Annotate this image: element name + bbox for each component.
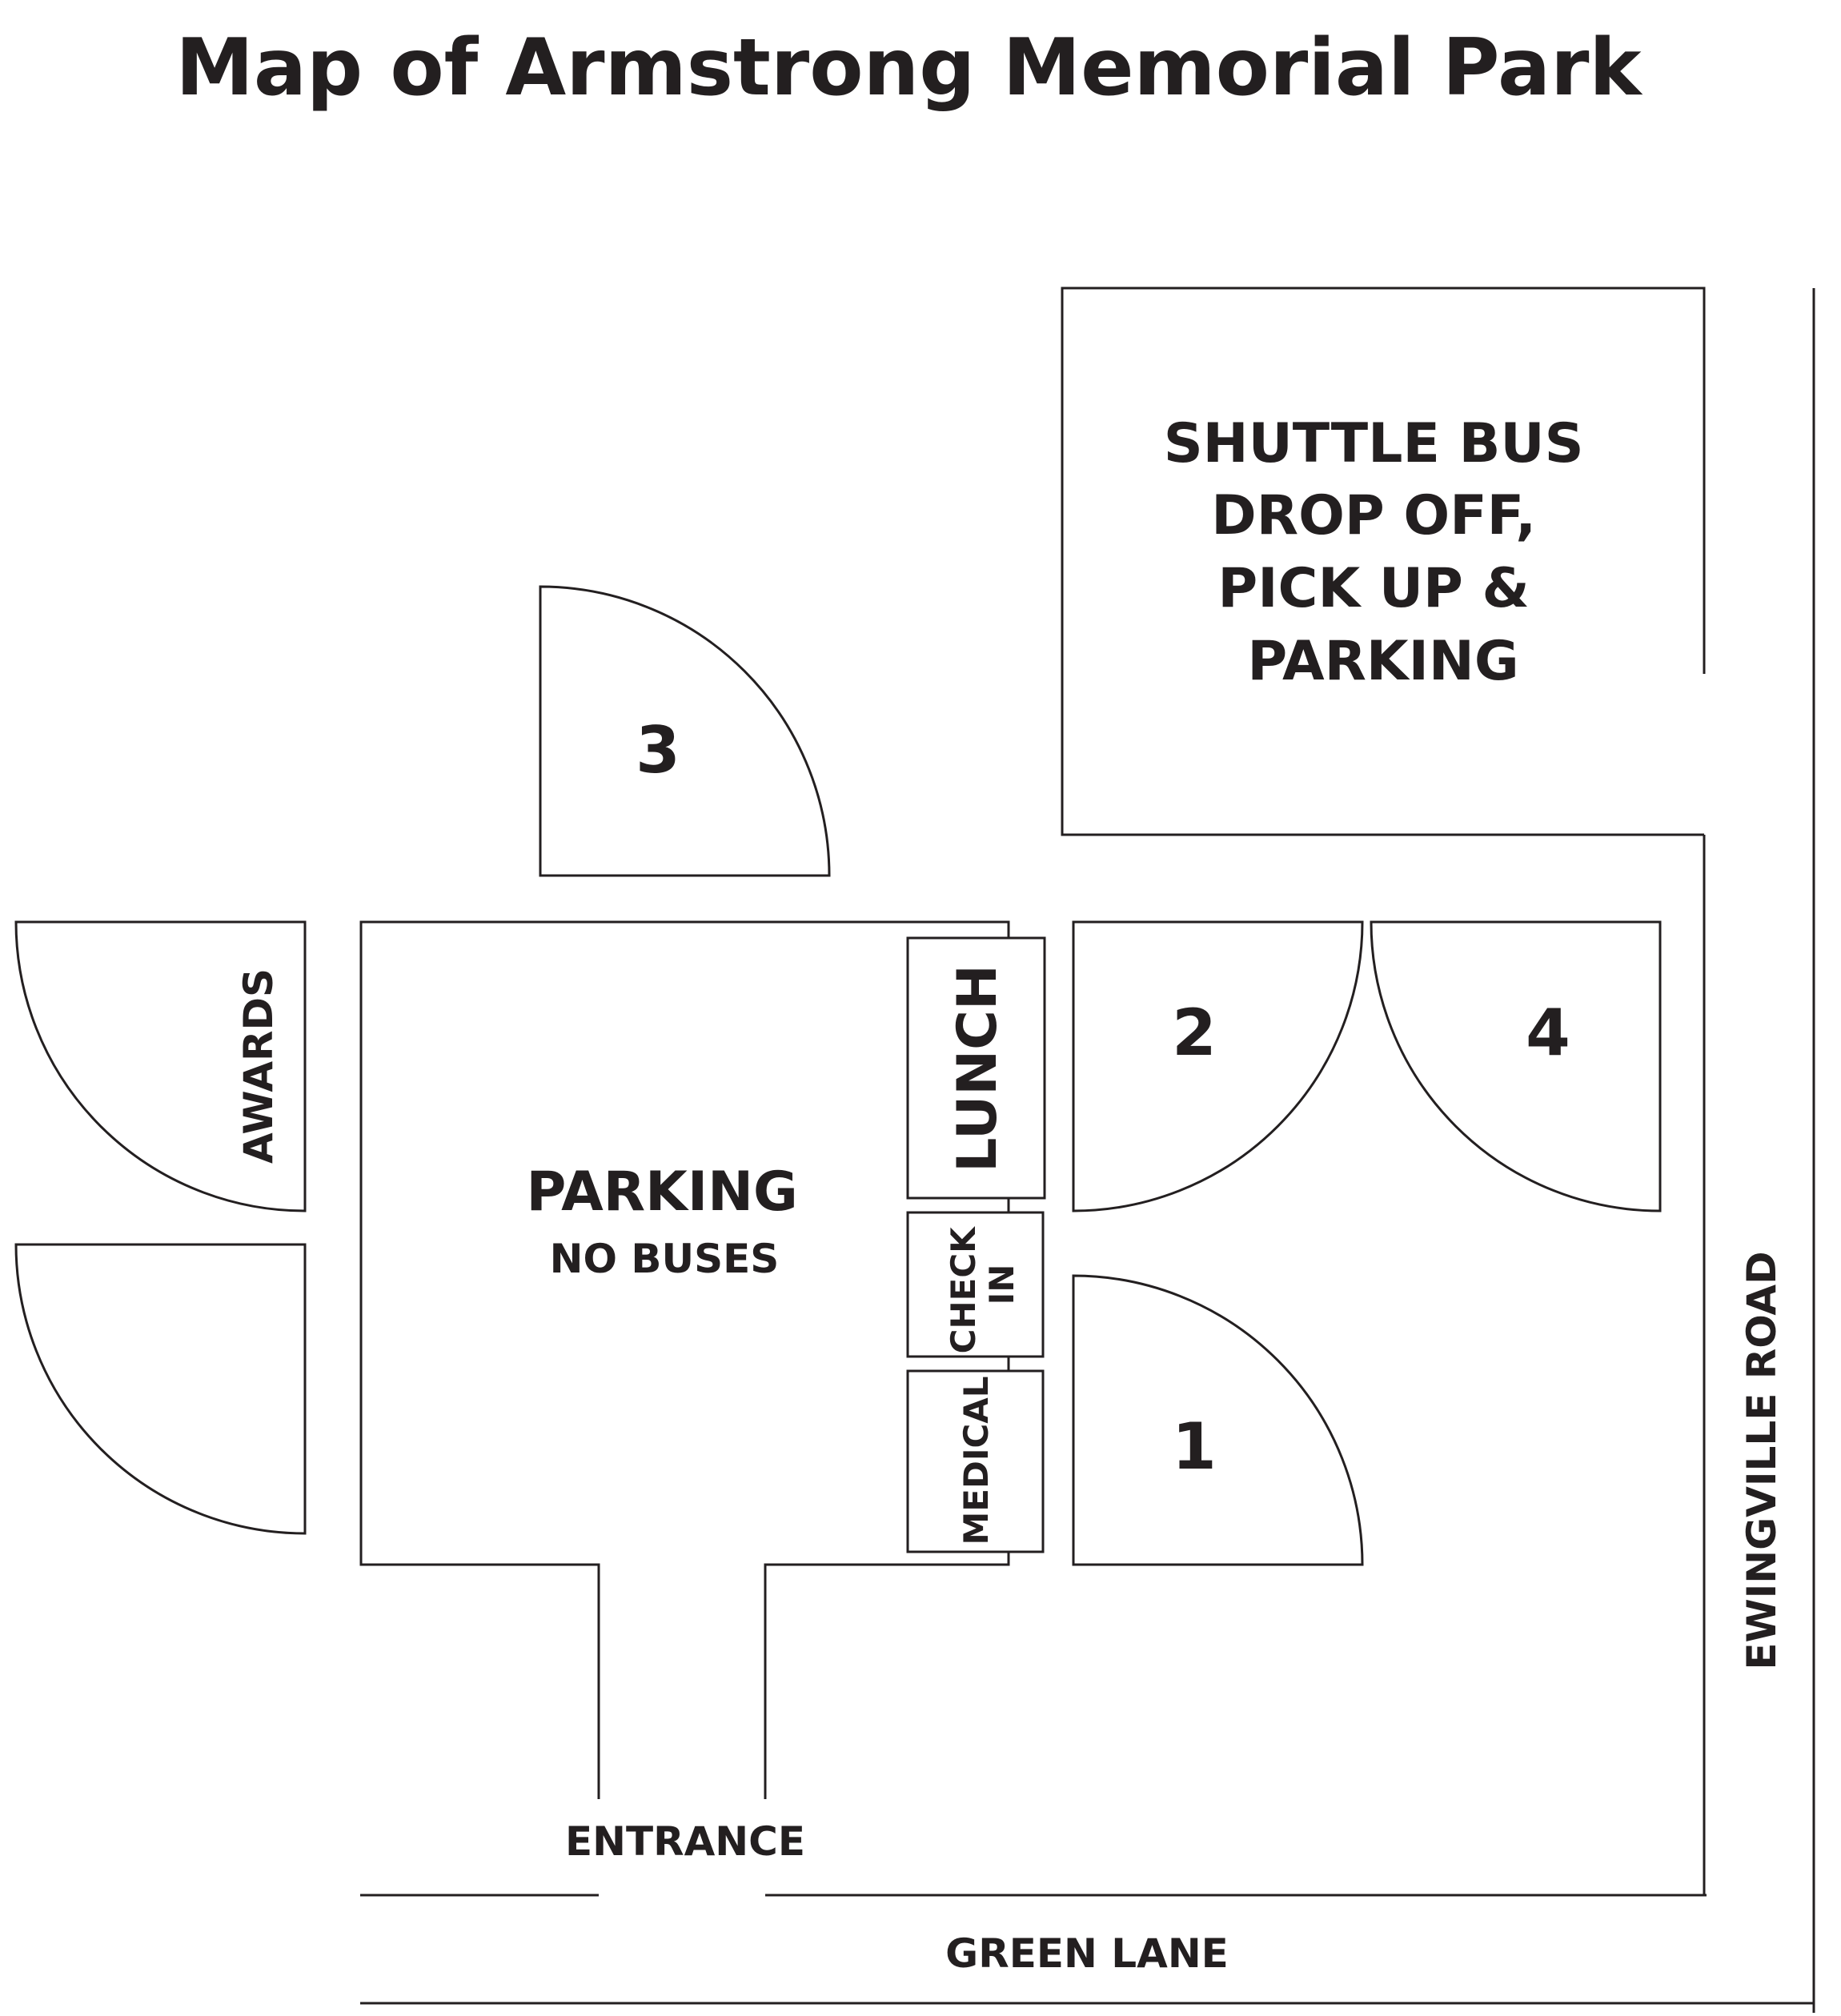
field-4 (1370, 920, 1662, 1212)
ewingville-road-label: EWINGVILLE ROAD (1739, 1251, 1785, 1669)
green-lane-label: GREEN LANE (945, 1930, 1229, 1977)
parking-lot (359, 920, 1010, 1799)
map-title: Map of Armstrong Memorial Park (175, 22, 1643, 114)
field-3 (539, 585, 831, 877)
lunch-label: LUNCH (946, 964, 1009, 1172)
field-2 (1072, 920, 1364, 1212)
medical-label: MEDICAL (957, 1376, 996, 1545)
awards-label: AWARDS (235, 968, 282, 1164)
entrance-label: ENTRANCE (565, 1818, 805, 1865)
field-4-label: 4 (1526, 996, 1570, 1070)
field-1-label: 1 (1172, 1409, 1217, 1484)
medical-station (906, 1369, 1045, 1553)
check-in-station (906, 1211, 1045, 1358)
shuttle-bus-label: SHUTTLE BUS DROP OFF, PICK UP & PARKING (1164, 412, 1603, 693)
check-in-label: CHECK IN (944, 1216, 1021, 1354)
field-2-label: 2 (1172, 996, 1217, 1070)
field-3-label: 3 (636, 713, 680, 788)
shuttle-bus-area (1061, 287, 1706, 836)
awards-field (14, 920, 307, 1212)
west-field-lower (14, 1243, 307, 1535)
parking-label: PARKING NO BUSES (527, 1160, 803, 1282)
lunch-station (906, 936, 1046, 1200)
field-1 (1072, 1274, 1364, 1566)
